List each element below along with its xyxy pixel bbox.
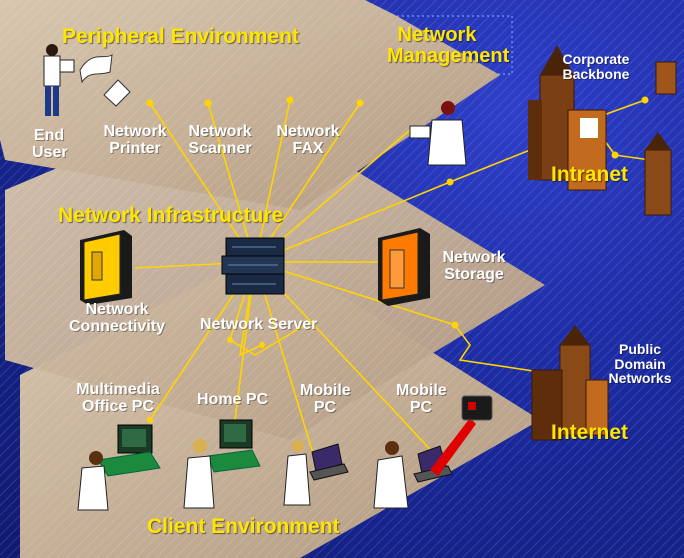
network-server-label: Network Server	[200, 316, 318, 333]
mobile-phone-icon	[461, 395, 493, 421]
intranet-label: Intranet	[551, 163, 629, 186]
network-management-label: Network Management	[387, 24, 510, 67]
network-printer-label: Network Printer	[103, 123, 167, 157]
home-pc-label: Home PC	[197, 391, 269, 408]
public-domain-networks-label: Public Domain Networks	[608, 341, 672, 387]
corporate-backbone-label: Corporate Backbone	[562, 51, 630, 82]
network-scanner-label: Network Scanner	[188, 123, 252, 157]
network-server-icon	[221, 237, 285, 295]
network-manager-icon	[409, 101, 467, 166]
network-connectivity-label: Network Connectivity	[68, 301, 165, 335]
mobile-pc-icon	[283, 440, 349, 506]
network-connectivity-icon	[80, 230, 132, 305]
mobile-pc-label: Mobile PC	[300, 382, 351, 416]
internet-buildings	[531, 325, 609, 441]
end-user-icon	[43, 44, 75, 116]
home-pc-icon	[183, 419, 261, 509]
network-fax-label: Network FAX	[276, 123, 340, 157]
end-user-label: End User	[32, 127, 68, 161]
mobile-pc-2-icon	[373, 395, 493, 509]
peripheral-environment-label: Peripheral Environment	[62, 25, 299, 48]
multimedia-office-pc-icon	[77, 424, 161, 511]
mobile-pc-2-label: Mobile PC	[396, 382, 447, 416]
network-infrastructure-label: Network Infrastructure	[58, 204, 284, 227]
internet-label: Internet	[551, 421, 629, 444]
network-storage-label: Network Storage	[442, 249, 506, 283]
client-environment-label: Client Environment	[147, 515, 340, 538]
fax-paper-icon	[79, 54, 131, 107]
peripheral-panel	[0, 0, 500, 210]
multimedia-office-pc-label: Multimedia Office PC	[76, 381, 160, 415]
network-storage-icon	[378, 228, 430, 306]
intranet-buildings	[528, 45, 677, 216]
